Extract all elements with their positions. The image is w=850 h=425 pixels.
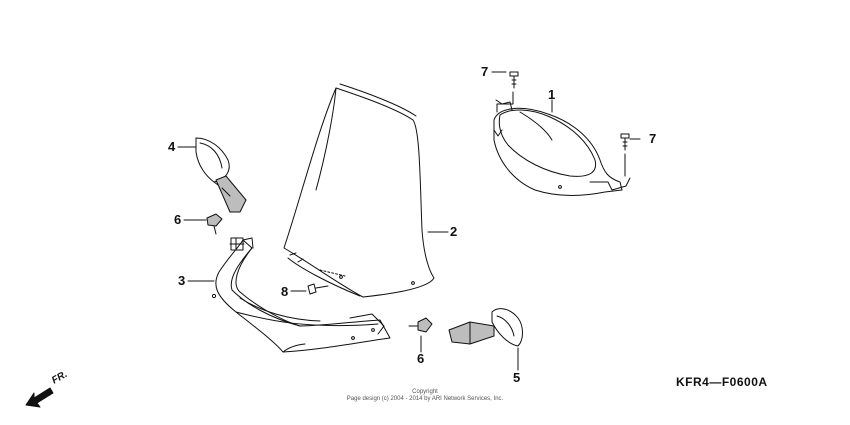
front-direction-arrow-icon [25, 387, 54, 408]
callout-3: 3 [178, 273, 186, 288]
right-mirror-part[interactable] [448, 308, 523, 347]
callout-1: 1 [548, 87, 556, 102]
leader-lines [177, 71, 641, 371]
callout-5: 5 [513, 370, 521, 385]
copyright-notice: Copyright Page design (c) 2004 - 2014 by… [300, 389, 550, 403]
callout-6-lower: 6 [417, 351, 425, 366]
bolt-lower-part[interactable] [408, 317, 433, 333]
bolt-upper-part[interactable] [206, 213, 223, 235]
windscreen-part[interactable] [283, 83, 435, 298]
callout-4: 4 [168, 139, 176, 154]
diagram-code: KFR4—F0600A [676, 375, 768, 389]
screw-top-part[interactable] [509, 71, 519, 89]
callout-6-upper: 6 [174, 212, 182, 227]
callout-8: 8 [281, 284, 289, 299]
callout-7-top: 7 [481, 64, 489, 79]
lower-cowl-part[interactable] [211, 237, 391, 353]
screw-right-part[interactable] [620, 133, 630, 151]
copyright-line-1: Copyright [412, 389, 438, 395]
screw-windscreen-part[interactable] [307, 283, 329, 295]
left-mirror-part[interactable] [195, 137, 247, 213]
meter-cover-part[interactable] [493, 99, 631, 196]
copyright-line-2: Page design (c) 2004 - 2014 by ARI Netwo… [346, 396, 504, 402]
callout-7-right: 7 [649, 131, 657, 146]
callout-2: 2 [450, 224, 458, 239]
